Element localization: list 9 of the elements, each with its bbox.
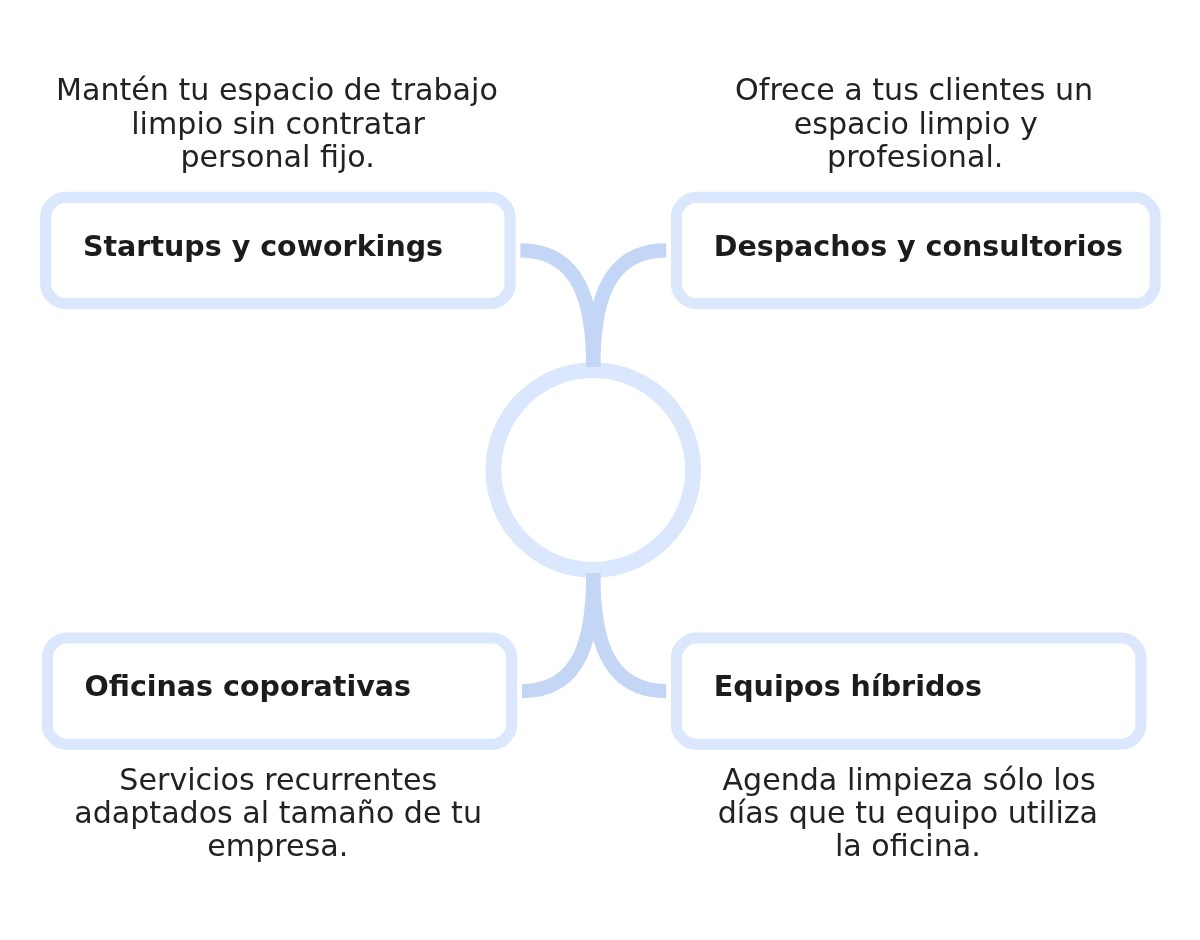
node-box: Despachos y consultorios [670, 191, 1161, 310]
node-label: Servicios recurrentes adaptados al tamaño de tu empresa. [74, 761, 482, 864]
node-box: Equipos híbridos [670, 632, 1147, 750]
node-box: Startups y coworkings [40, 191, 516, 310]
node-label: Ofrece a tus clientes un espacio limpio y profesional. [735, 72, 1094, 174]
node-label: Agenda limpieza sólo los días que tu equipo utiliza la oficina. [717, 761, 1099, 864]
node-box: Oficinas coporativas [41, 632, 518, 750]
node-circle [485, 362, 702, 578]
node-label: Mantén tu espacio de trabajo limpio sin contratar personal fijo. [55, 72, 498, 174]
